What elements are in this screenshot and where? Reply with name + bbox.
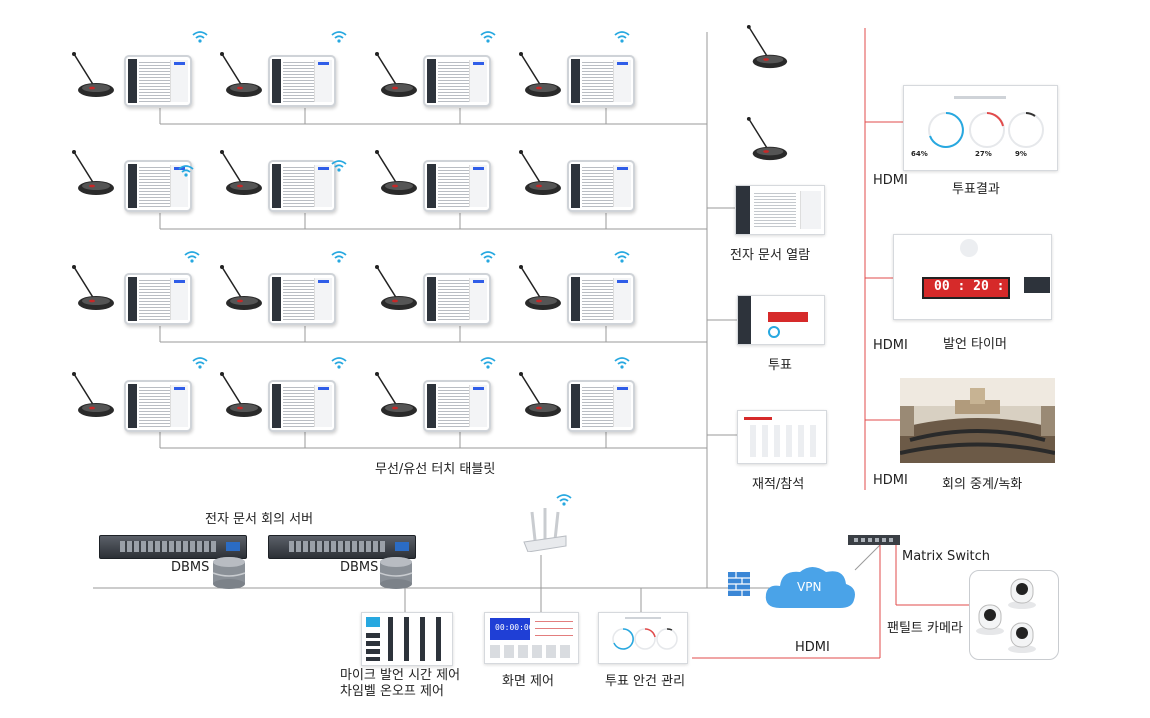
dbms-label: DBMS: [340, 560, 379, 575]
microphone-icon: [220, 265, 262, 310]
mic-control-label-line2: 차임벨 온오프 제어: [340, 684, 444, 699]
touch-tablet: [423, 160, 491, 212]
vote-screen: [737, 295, 825, 345]
timer-display: 00 : 20 : 45: [934, 279, 1028, 294]
microphone-icon: [375, 52, 417, 97]
microphone-icon: [375, 150, 417, 195]
mic-control-label-line1: 마이크 발언 시간 제어: [340, 668, 461, 683]
vote-result-screen: 64% 27% 9%: [903, 85, 1058, 171]
touch-tablet: [268, 380, 336, 432]
wifi-icon: [184, 251, 200, 263]
wifi-icon: [614, 251, 630, 263]
microphone-icon: [519, 52, 561, 97]
wifi-icon: [192, 357, 208, 369]
microphone-icon: [375, 372, 417, 417]
wifi-icon: [556, 494, 572, 506]
microphone-icon: [72, 52, 114, 97]
wifi-icon: [331, 31, 347, 43]
microphone-icon: [519, 265, 561, 310]
wifi-icon: [331, 160, 347, 172]
microphone-icon: [220, 150, 262, 195]
wifi-icon: [192, 31, 208, 43]
touch-tablet: [423, 55, 491, 107]
wifi-icon: [331, 251, 347, 263]
server-rack: [99, 535, 247, 559]
microphone-icon: [72, 265, 114, 310]
microphone-icon: [519, 372, 561, 417]
database-icon: [212, 557, 246, 589]
speech-timer-label: 발언 타이머: [943, 337, 1007, 352]
broadcast-label: 회의 중계/녹화: [942, 477, 1023, 492]
hdmi-label: HDMI: [795, 640, 830, 655]
attendance-screen: [737, 410, 827, 464]
wifi-icon: [480, 31, 496, 43]
touch-tablet: [567, 160, 635, 212]
touch-tablet: [567, 380, 635, 432]
vote-manage-screen: [598, 612, 688, 664]
assembly-hall-photo: [900, 378, 1055, 463]
ptz-camera-group: [969, 570, 1059, 660]
vote-result-value: 27%: [975, 150, 992, 158]
vote-result-label: 투표결과: [952, 182, 1000, 197]
attendance-label: 재적/참석: [752, 477, 805, 492]
firewall-icon: [728, 572, 750, 596]
doc-view-screen: [735, 185, 825, 235]
wireless-router-icon: [523, 508, 567, 552]
wifi-icon: [614, 31, 630, 43]
touch-tablet: [124, 160, 192, 212]
hdmi-label: HDMI: [873, 473, 908, 488]
screen-control-timer: 00:00:00: [495, 623, 534, 632]
wifi-icon: [480, 251, 496, 263]
server-rack: [268, 535, 416, 559]
touch-tablet: [567, 273, 635, 325]
database-icon: [379, 557, 413, 589]
wifi-icon: [331, 357, 347, 369]
microphone-icon: [72, 150, 114, 195]
microphone-icon: [375, 265, 417, 310]
touch-tablet: [268, 55, 336, 107]
touch-tablet: [567, 55, 635, 107]
doc-view-label: 전자 문서 열람: [730, 248, 811, 263]
vpn-label: VPN: [797, 580, 822, 594]
vpn-cloud-icon: [765, 567, 855, 608]
speech-timer-screen: 00 : 20 : 45: [893, 234, 1052, 320]
server-label: 전자 문서 회의 서버: [205, 512, 314, 527]
touch-tablet: [124, 380, 192, 432]
screen-control-label: 화면 제어: [502, 674, 554, 689]
dbms-label: DBMS: [171, 560, 210, 575]
hdmi-label: HDMI: [873, 338, 908, 353]
microphone-icon: [220, 372, 262, 417]
microphone-icon: [519, 150, 561, 195]
touch-tablet: [124, 55, 192, 107]
wifi-icon: [178, 165, 194, 177]
wifi-icon: [480, 357, 496, 369]
matrix-switch-device: [848, 535, 900, 545]
vote-manage-chart: [612, 617, 678, 650]
microphone-icon: [746, 117, 788, 161]
microphone-icon: [72, 372, 114, 417]
touch-tablet: [124, 273, 192, 325]
vote-label: 투표: [768, 358, 792, 373]
ptz-camera-icon: [976, 578, 1036, 653]
touch-tablet: [268, 160, 336, 212]
microphone-icon: [746, 25, 788, 69]
hdmi-label: HDMI: [873, 173, 908, 188]
touch-tablet: [423, 273, 491, 325]
vote-manage-label: 투표 안건 관리: [605, 674, 686, 689]
vote-result-value: 64%: [911, 150, 928, 158]
microphone-icon: [220, 52, 262, 97]
ptz-camera-label: 팬틸트 카메라: [887, 621, 963, 636]
touch-tablet: [268, 273, 336, 325]
wifi-icon: [614, 357, 630, 369]
vote-result-value: 9%: [1015, 150, 1027, 158]
mic-control-label: 마이크 발언 시간 제어 차임벨 온오프 제어: [340, 668, 460, 700]
matrix-switch-label: Matrix Switch: [902, 549, 991, 564]
screen-control-screen: 00:00:00: [484, 612, 579, 664]
vote-result-chart: [928, 96, 1044, 148]
tablets-label: 무선/유선 터치 태블릿: [375, 462, 496, 477]
touch-tablet: [423, 380, 491, 432]
mic-control-screen: [361, 612, 453, 666]
